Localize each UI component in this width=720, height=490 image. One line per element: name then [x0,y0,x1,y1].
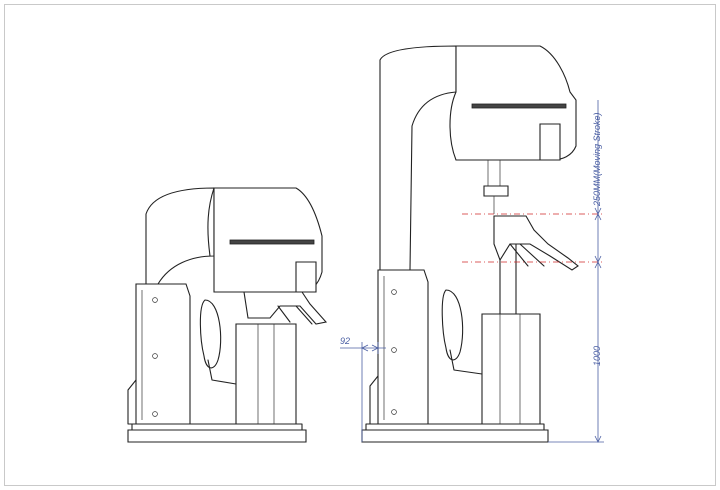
left-base-plate [127,429,307,443]
right-slot [471,103,567,109]
machine-left [127,187,328,443]
right-chin-rest [493,215,579,271]
right-base-plate [361,429,549,443]
right-column-body [377,269,429,425]
machine-right [361,45,579,443]
left-slot [229,239,315,245]
height-dimension-label: 1000 [592,346,602,366]
offset-dimension-label: 92 [340,336,350,346]
left-column-body [135,283,191,425]
left-lift-column [235,323,297,425]
right-head-pad [441,289,464,361]
left-upper-arm [145,187,215,285]
frame-border [4,4,716,486]
right-mast [379,45,457,271]
dimension-annotations [340,100,604,443]
stroke-dimension-label: 250MM(Moving Stroke) [592,112,602,207]
left-chin-rest [243,291,328,325]
right-lower-console [481,313,541,425]
left-head-pad [199,299,222,369]
